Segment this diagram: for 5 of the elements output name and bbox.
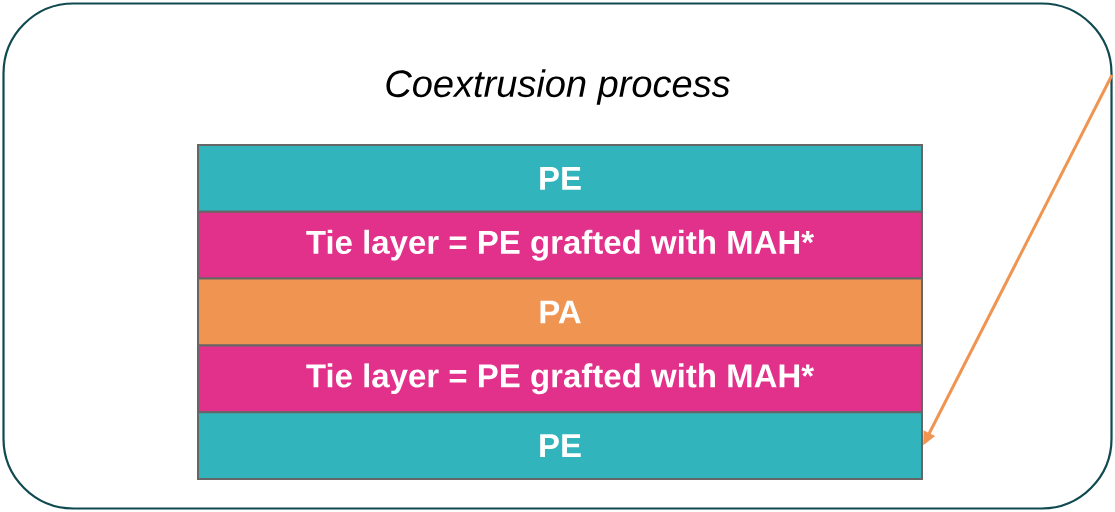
layer-band: Tie layer = PE grafted with MAH* xyxy=(197,344,923,414)
layer-band: PA xyxy=(197,277,923,347)
layer-band: PE xyxy=(197,411,923,480)
layer-band: PE xyxy=(197,144,923,213)
layer-band: Tie layer = PE grafted with MAH* xyxy=(197,210,923,280)
